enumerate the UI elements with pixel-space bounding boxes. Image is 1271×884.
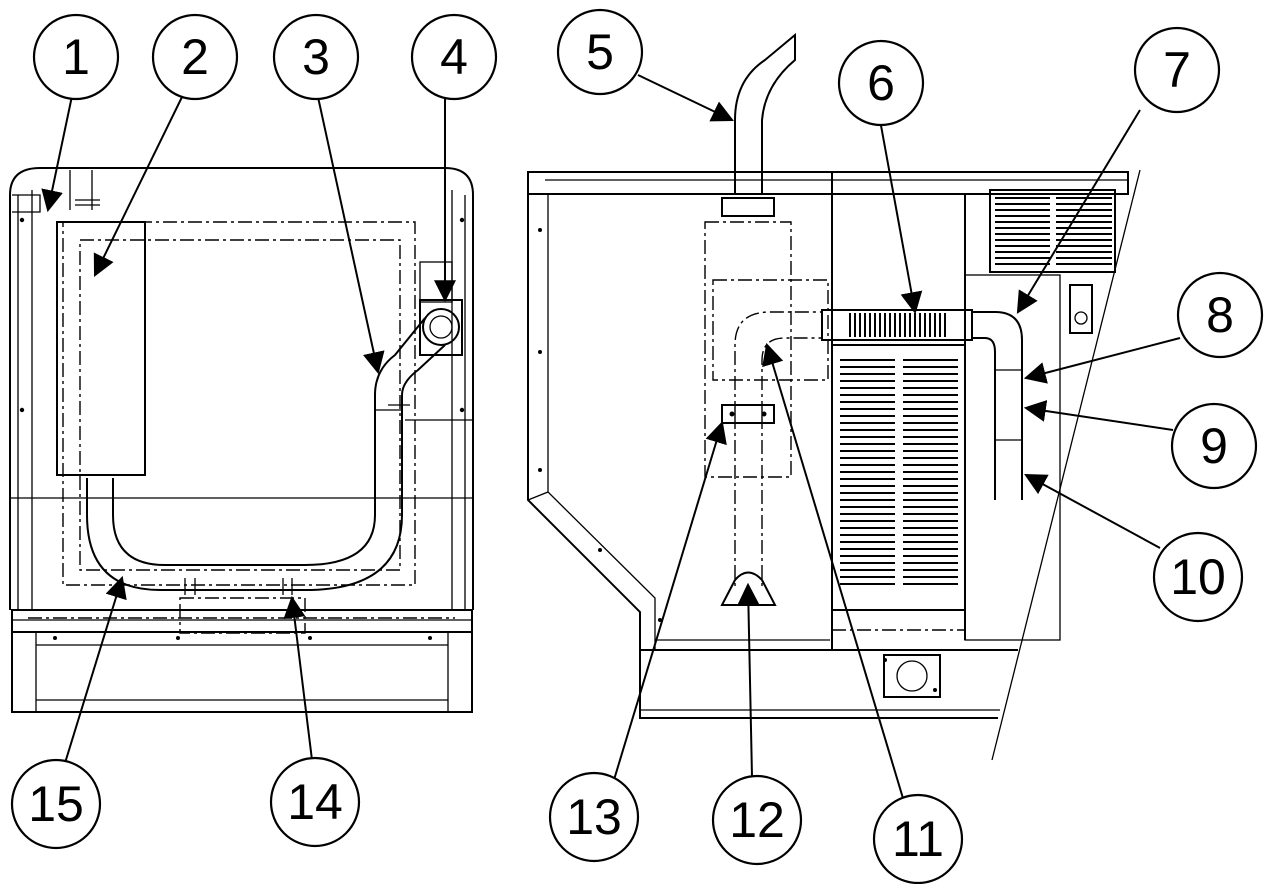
callout-13: 13 <box>548 771 640 863</box>
callout-14-label: 14 <box>287 774 343 830</box>
callout-bubbles: 1 2 3 4 5 6 7 8 9 10 11 12 13 14 15 <box>10 8 1264 884</box>
leader-lines <box>41 74 1181 806</box>
callout-11: 11 <box>872 793 964 884</box>
callout-8: 8 <box>1176 271 1264 359</box>
callout-6: 6 <box>837 39 925 127</box>
callout-2: 2 <box>151 13 239 101</box>
callout-3: 3 <box>272 13 360 101</box>
callout-15: 15 <box>10 758 102 850</box>
callout-4: 4 <box>410 13 498 101</box>
callout-6-label: 6 <box>867 55 895 111</box>
callout-12-label: 12 <box>729 792 785 848</box>
callout-10-label: 10 <box>1170 549 1226 605</box>
callout-8-label: 8 <box>1206 287 1234 343</box>
callout-11-label: 11 <box>892 811 944 867</box>
side-view <box>527 32 1141 761</box>
callout-9-label: 9 <box>1200 418 1228 474</box>
flex-bellows <box>849 313 946 337</box>
callout-15-label: 15 <box>28 776 84 832</box>
end-view <box>9 167 474 713</box>
callout-7-label: 7 <box>1163 42 1191 98</box>
callout-10: 10 <box>1152 531 1244 623</box>
callout-13-label: 13 <box>566 789 622 845</box>
callout-7: 7 <box>1133 26 1221 114</box>
callout-2-label: 2 <box>181 29 209 85</box>
callout-4-label: 4 <box>440 29 468 85</box>
callout-5-label: 5 <box>586 24 614 80</box>
callout-5: 5 <box>556 8 644 96</box>
engine-grille <box>840 359 958 585</box>
callout-12: 12 <box>711 774 803 866</box>
callout-1: 1 <box>32 13 120 101</box>
callout-3-label: 3 <box>302 29 330 85</box>
callout-9: 9 <box>1170 402 1258 490</box>
callout-1-label: 1 <box>62 29 90 85</box>
callout-14: 14 <box>269 756 361 848</box>
